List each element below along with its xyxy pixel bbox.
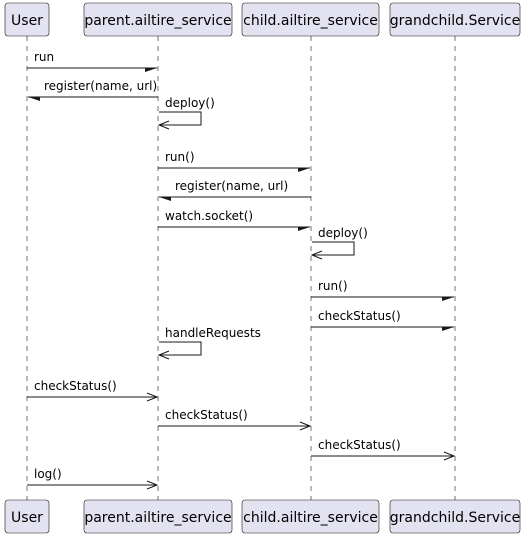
- message-label: checkStatus(): [165, 408, 248, 422]
- participant-box: [83, 499, 233, 534]
- participant-box: [241, 499, 380, 534]
- arrowhead: [145, 67, 157, 72]
- message-line: [312, 241, 355, 256]
- message: checkStatus(): [158, 408, 312, 431]
- message: handleRequests: [157, 326, 261, 360]
- message: deploy(): [157, 96, 215, 130]
- participant-parent-top: parent.ailtire_service: [83, 2, 233, 37]
- message-label: deploy(): [165, 96, 215, 110]
- message-label: run(): [165, 150, 195, 164]
- participant-label: grandchild.Service: [390, 13, 520, 29]
- message-label: deploy(): [318, 226, 368, 240]
- message: run(): [311, 279, 454, 301]
- arrowhead: [146, 480, 159, 490]
- message: run: [27, 50, 157, 72]
- participant-box: [4, 499, 50, 534]
- message: register(name, url): [28, 79, 158, 101]
- message-line: [159, 111, 202, 126]
- participant-label: parent.ailtire_service: [84, 13, 231, 29]
- message-label: checkStatus(): [34, 379, 117, 393]
- message-label: log(): [34, 467, 62, 481]
- message-label: run: [34, 50, 54, 64]
- message: checkStatus(): [311, 438, 456, 461]
- participant-grandchild-bottom: grandchild.Service: [389, 499, 521, 534]
- message: checkStatus(): [311, 309, 454, 331]
- participant-label: parent.ailtire_service: [84, 510, 231, 526]
- message-label: checkStatus(): [318, 309, 401, 323]
- participant-box: [389, 499, 521, 534]
- participant-grandchild-top: grandchild.Service: [389, 2, 521, 37]
- message: register(name, url): [159, 179, 311, 201]
- participant-user-top: User: [4, 2, 50, 37]
- arrowhead: [298, 226, 310, 231]
- arrowhead: [310, 250, 323, 260]
- message-label: run(): [318, 279, 348, 293]
- participant-label: grandchild.Service: [390, 510, 520, 526]
- participant-label: User: [11, 13, 43, 29]
- arrowhead: [442, 296, 454, 301]
- message: log(): [27, 467, 159, 490]
- arrowhead: [298, 167, 310, 172]
- arrowhead: [443, 451, 456, 461]
- message: checkStatus(): [27, 379, 159, 402]
- participant-box: [4, 2, 50, 37]
- arrowhead: [146, 392, 159, 402]
- arrowhead: [157, 350, 170, 360]
- arrowhead: [28, 96, 40, 101]
- participant-user-bottom: User: [4, 499, 50, 534]
- participant-label: User: [11, 510, 43, 526]
- participant-child-bottom: child.ailtire_service: [241, 499, 380, 534]
- message: deploy(): [310, 226, 368, 260]
- message-label: handleRequests: [165, 326, 261, 340]
- message-line: [159, 341, 202, 356]
- participant-child-top: child.ailtire_service: [241, 2, 380, 37]
- participant-box: [241, 2, 380, 37]
- participant-box: [83, 2, 233, 37]
- arrowhead: [159, 196, 171, 201]
- message: run(): [158, 150, 310, 172]
- message-label: checkStatus(): [318, 438, 401, 452]
- message-label: register(name, url): [175, 179, 288, 193]
- arrowhead: [442, 326, 454, 331]
- message-label: register(name, url): [44, 79, 157, 93]
- participant-label: child.ailtire_service: [243, 510, 378, 526]
- message: watch.socket(): [158, 209, 310, 231]
- arrowhead: [299, 421, 312, 431]
- message-label: watch.socket(): [165, 209, 253, 223]
- participant-label: child.ailtire_service: [243, 13, 378, 29]
- participant-box: [389, 2, 521, 37]
- arrowhead: [157, 120, 170, 130]
- participant-parent-bottom: parent.ailtire_service: [83, 499, 233, 534]
